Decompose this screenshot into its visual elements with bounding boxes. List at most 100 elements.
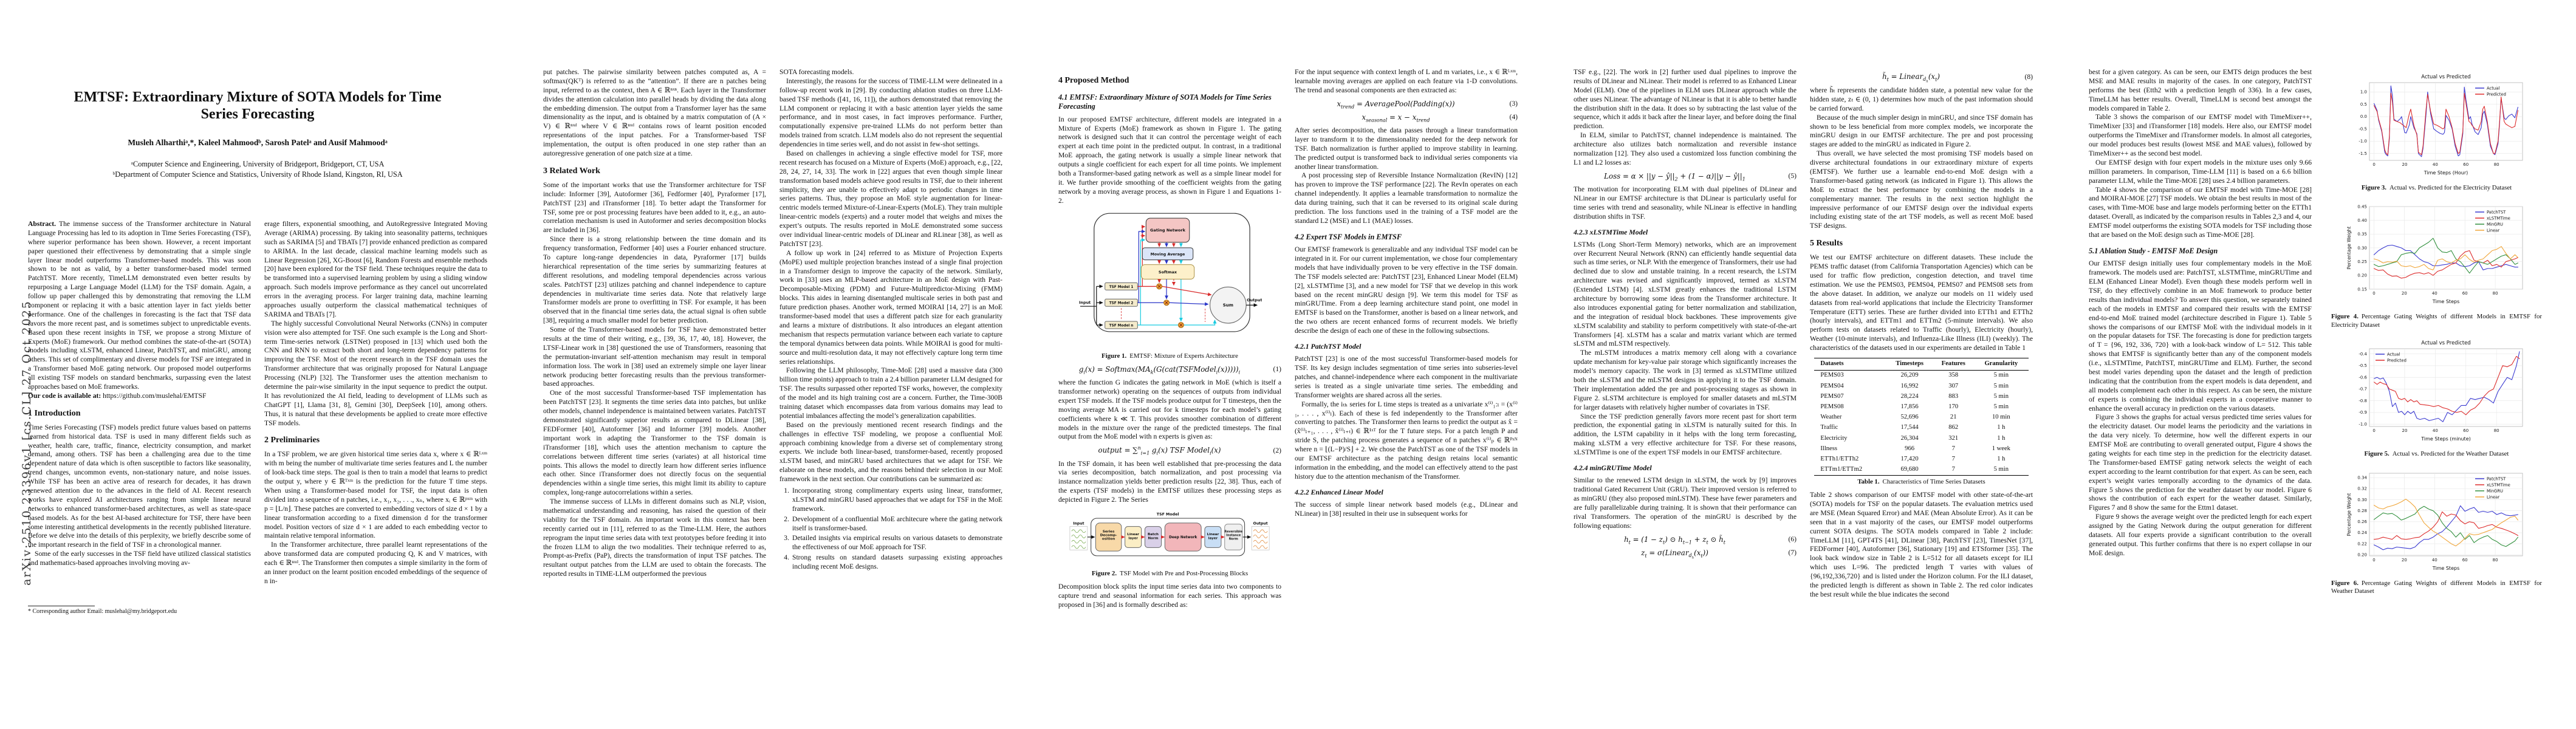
svg-text:0.30: 0.30 — [2357, 246, 2367, 251]
sum-label: Sum — [1222, 303, 1233, 307]
svg-text:Actual vs Predicted: Actual vs Predicted — [2421, 340, 2470, 346]
paragraph: Similar to the renewed LSTM design in xL… — [1574, 476, 1797, 530]
deep-network-label: Deep Network — [1169, 536, 1197, 539]
bold-lead: Our code is available at: — [28, 391, 101, 400]
svg-text:Linear: Linear — [2487, 228, 2499, 233]
svg-text:0.45: 0.45 — [2357, 205, 2367, 210]
svg-text:0.26: 0.26 — [2357, 519, 2367, 524]
page4-column2: h̃t = Lineardh(xt)(8)where h̃ₜ represent… — [1810, 68, 2033, 618]
svg-text:0.15: 0.15 — [2357, 287, 2367, 292]
equation: xseasonal = x − xtrend(4) — [1295, 112, 1518, 123]
table-cell: Weather — [1820, 414, 1842, 421]
page3-column2: For the input sequence with context leng… — [1295, 68, 1518, 618]
table-cell: Electricity — [1820, 434, 1848, 442]
equation: h̃t = Lineardh(xt)(8) — [1810, 72, 2033, 84]
table-cell: 170 — [1948, 403, 1959, 410]
figure4-caption-text: Percentage Gating Weights of different M… — [2331, 313, 2543, 329]
equation-number: (8) — [2024, 72, 2033, 81]
svg-text:1.0: 1.0 — [2360, 90, 2366, 95]
table1-caption: Table 1.Characteristics of Time Series D… — [1810, 478, 2033, 486]
paragraph: The immense success of LLMs in different… — [543, 498, 766, 578]
equation: gi(x) = Softmax(MAk(G(cat(TSFModeli(x)))… — [1058, 365, 1281, 375]
section-heading: 5.1 Ablation Study - EMTSF MoE Design — [2089, 246, 2218, 255]
paragraph: TSF e.g., [22]. The work in [2] further … — [1574, 68, 1797, 131]
page-4: TSF e.g., [22]. The work in [2] further … — [1546, 0, 2061, 729]
tsf-model-2-box — [1104, 298, 1138, 307]
paragraph: Table 4 shows the comparison of our EMTS… — [2089, 185, 2312, 239]
code-link[interactable]: https://github.com/muslehal/EMTSF — [103, 391, 207, 400]
section-heading: 1 Introduction — [28, 408, 81, 418]
table-cell: PEMS08 — [1820, 403, 1844, 410]
table1-caption-label: Table 1. — [1857, 477, 1880, 485]
svg-text:20: 20 — [2401, 558, 2406, 563]
svg-text:0: 0 — [2372, 428, 2375, 433]
table-cell: 17,544 — [1900, 424, 1919, 431]
equation-body: output = ∑ni=1 gi(x) TSF Modeli(x) — [1098, 445, 1221, 456]
page-2: put patches. The pairwise similarity bet… — [515, 0, 1030, 729]
svg-text:80: 80 — [2492, 558, 2498, 563]
table-cell: Illness — [1820, 445, 1838, 452]
table-cell: PEMS04 — [1820, 382, 1844, 389]
tsf-model-n-box — [1104, 321, 1138, 329]
page1-columns: Abstract. The immense success of the Tra… — [28, 220, 487, 618]
table-cell: 1 h — [1997, 424, 2006, 431]
paragraph: Since the TSF prediction generally favor… — [1574, 412, 1797, 457]
svg-text:80: 80 — [2493, 428, 2499, 433]
table-cell: 883 — [1948, 392, 1959, 400]
paragraph: Table 2 shows comparison of our EMTSF mo… — [1810, 491, 2033, 598]
paragraph: Our EMTSF design initially uses four com… — [2089, 259, 2312, 412]
paragraph: Time Series Forecasting (TSF) models pre… — [28, 423, 251, 549]
pipeline-input-label: Input — [1073, 522, 1084, 526]
page5-column1: best for a given category. As can be see… — [2089, 68, 2312, 618]
paragraph: SOTA forecasting models. — [779, 68, 854, 76]
svg-text:-0.5: -0.5 — [2358, 126, 2367, 131]
equation-number: (5) — [1788, 171, 1797, 180]
figure2-caption-label: Figure 2. — [1091, 569, 1117, 577]
paragraph: Some of the important works that use the… — [543, 180, 766, 234]
figure4-caption-label: Figure 4. — [2331, 313, 2358, 321]
col-header-granularity: Granularity — [1973, 357, 2029, 371]
svg-text:-1.5: -1.5 — [2358, 151, 2367, 156]
col-header-datasets: Datasets — [1814, 357, 1886, 371]
paragraph: In a TSF problem, we are given historica… — [264, 450, 487, 540]
paragraph: Our EMTSF framework is generalizable and… — [1295, 245, 1518, 335]
section-heading: 3 Related Work — [543, 166, 600, 176]
col-header-features: Features — [1933, 357, 1974, 371]
svg-text:-0.7: -0.7 — [2358, 387, 2367, 392]
svg-text:PatchTST: PatchTST — [2487, 210, 2506, 215]
paragraph: Our EMTSF design with four expert models… — [2089, 158, 2312, 185]
equation-number: (4) — [1509, 112, 1518, 121]
paragraph: In ELM, similar to PatchTST, channel ind… — [1574, 131, 1797, 166]
svg-text:80: 80 — [2493, 162, 2499, 167]
svg-text:-1.0: -1.0 — [2358, 139, 2367, 144]
table-cell: 7 — [1951, 445, 1955, 452]
svg-text:80: 80 — [2492, 291, 2498, 296]
svg-text:-0.8: -0.8 — [2358, 399, 2367, 403]
svg-text:xLSTMTime: xLSTMTime — [2487, 216, 2510, 221]
svg-text:Actual: Actual — [2387, 352, 2400, 357]
svg-text:-0.9: -0.9 — [2358, 410, 2367, 415]
table-cell: 966 — [1905, 445, 1915, 452]
paragraph: Table 3 shows the comparison of our EMTS… — [2089, 113, 2312, 158]
affiliation-b: ᵇDepartment of Computer Science and Stat… — [112, 169, 403, 179]
table-header-row: Datasets Timesteps Features Granularity — [1814, 357, 2029, 371]
paragraph: Abstract. The immense success of the Tra… — [28, 220, 251, 391]
svg-text:20: 20 — [2402, 428, 2407, 433]
svg-text:40: 40 — [2431, 558, 2437, 563]
bold-lead: Abstract. — [28, 220, 57, 228]
paragraph: Our code is available at: https://github… — [28, 392, 251, 401]
paragraph: The mLSTM introduces a matrix memory cel… — [1574, 349, 1797, 411]
svg-text:Predicted: Predicted — [2487, 92, 2506, 97]
figure5-caption: Figure 5.Actual vs. Predicted for the We… — [2325, 450, 2548, 458]
figure2-caption-text: TSF Model with Pre and Post-Processing B… — [1120, 569, 1249, 577]
table-cell: 52,696 — [1900, 414, 1919, 421]
section-heading: 4.2.1 PatchTST Model — [1295, 342, 1362, 351]
svg-text:-1.0: -1.0 — [2358, 422, 2367, 427]
